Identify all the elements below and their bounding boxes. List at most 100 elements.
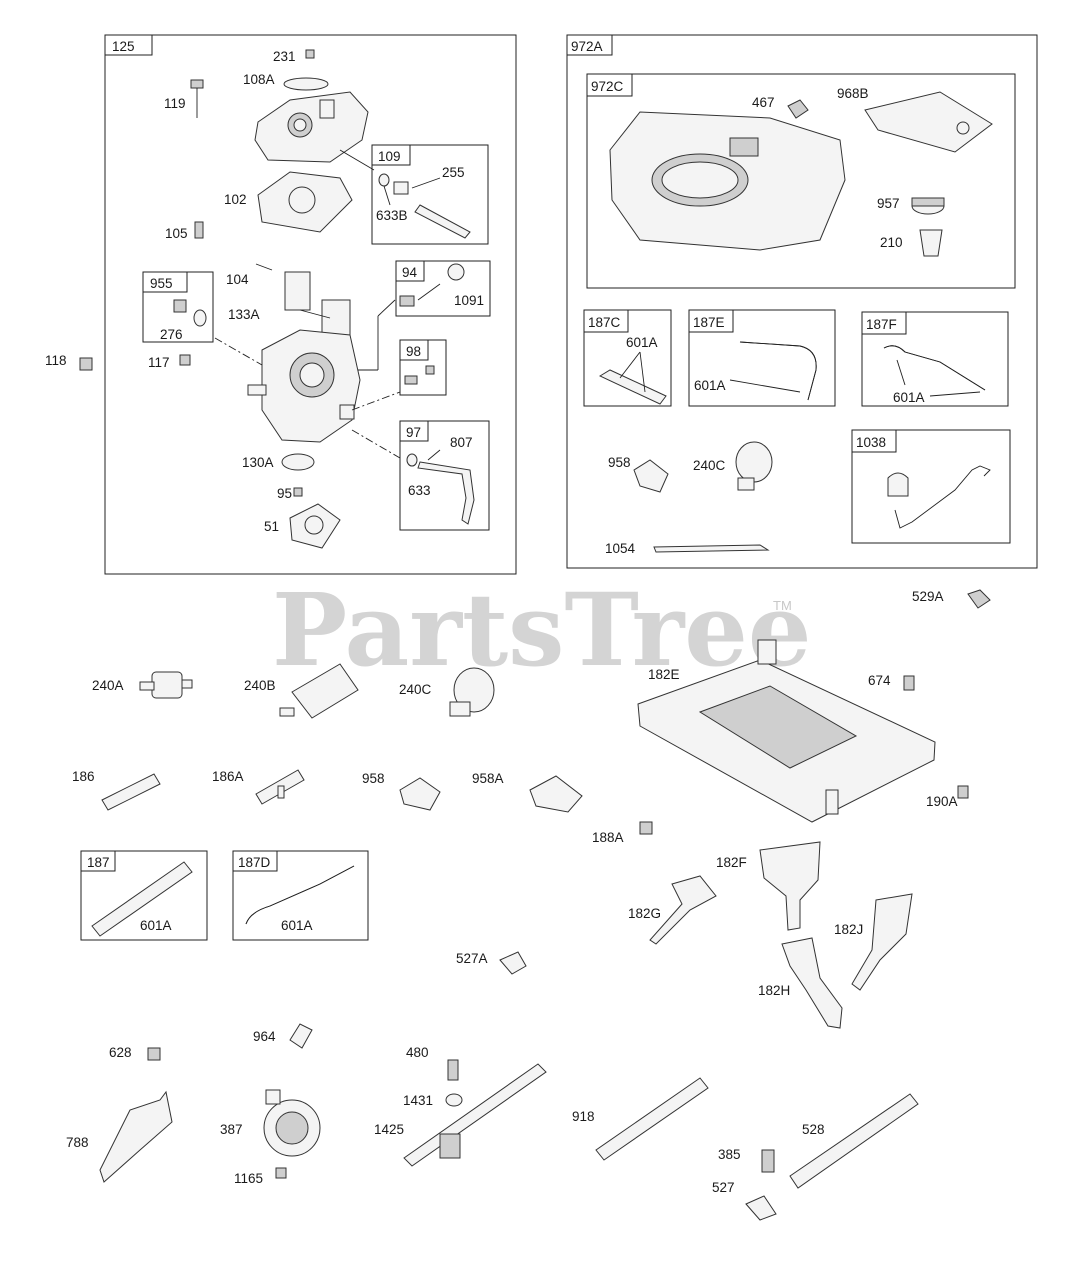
callout-788[interactable]: 788 bbox=[66, 1135, 89, 1150]
callout-633B[interactable]: 633B bbox=[376, 208, 408, 223]
callout-1425[interactable]: 1425 bbox=[374, 1122, 404, 1137]
callout-276[interactable]: 276 bbox=[160, 327, 183, 342]
callout-130A[interactable]: 130A bbox=[242, 455, 274, 470]
box-187D[interactable]: 187D bbox=[232, 850, 369, 941]
callout-240B[interactable]: 240B bbox=[244, 678, 276, 693]
box-187F[interactable]: 187F bbox=[861, 311, 1009, 407]
callout-918[interactable]: 918 bbox=[572, 1109, 595, 1124]
part-117[interactable] bbox=[179, 354, 191, 366]
box-187C[interactable]: 187C bbox=[583, 309, 672, 407]
part-hose-1425[interactable] bbox=[403, 1063, 547, 1167]
box-972C[interactable]: 972C bbox=[586, 73, 1016, 289]
part-clamp-527A[interactable] bbox=[499, 951, 527, 975]
callout-1091[interactable]: 1091 bbox=[454, 293, 484, 308]
part-964[interactable] bbox=[289, 1023, 313, 1049]
part-467[interactable] bbox=[787, 99, 809, 119]
part-float-133A[interactable] bbox=[284, 271, 351, 341]
callout-1054[interactable]: 1054 bbox=[605, 541, 636, 556]
callout-807[interactable]: 807 bbox=[450, 435, 473, 450]
part-bracket-182G[interactable] bbox=[649, 875, 717, 945]
callout-182G[interactable]: 182G bbox=[628, 906, 661, 921]
callout-188A[interactable]: 188A bbox=[592, 830, 624, 845]
part-130A[interactable] bbox=[281, 453, 315, 471]
part-filter-240C-b[interactable] bbox=[449, 667, 495, 717]
part-carb-top[interactable] bbox=[254, 91, 369, 163]
part-628[interactable] bbox=[147, 1047, 161, 1061]
callout-240C-b[interactable]: 240C bbox=[399, 682, 432, 697]
callout-186A[interactable]: 186A bbox=[212, 769, 244, 784]
callout-957[interactable]: 957 bbox=[877, 196, 900, 211]
callout-601A-c[interactable]: 601A bbox=[626, 335, 658, 350]
callout-102[interactable]: 102 bbox=[224, 192, 247, 207]
part-fuel-pump-387[interactable] bbox=[263, 1089, 321, 1157]
callout-601A-187[interactable]: 601A bbox=[140, 918, 172, 933]
callout-964[interactable]: 964 bbox=[253, 1029, 276, 1044]
part-fuel-tank[interactable] bbox=[609, 111, 846, 251]
callout-601A-f[interactable]: 601A bbox=[893, 390, 925, 405]
callout-968B[interactable]: 968B bbox=[837, 86, 869, 101]
callout-1165[interactable]: 385 bbox=[718, 1147, 741, 1162]
box-98[interactable]: 98 bbox=[399, 339, 447, 396]
callout-186[interactable]: 186 bbox=[72, 769, 95, 784]
part-tie-1054[interactable] bbox=[653, 544, 770, 553]
part-screw-119[interactable] bbox=[190, 79, 204, 118]
part-valve-958A[interactable] bbox=[529, 775, 583, 813]
callout-190A[interactable]: 190A bbox=[926, 794, 958, 809]
callout-601A-e[interactable]: 601A bbox=[694, 378, 726, 393]
box-187E[interactable]: 187E bbox=[688, 309, 836, 407]
callout-240A[interactable]: 240A bbox=[92, 678, 124, 693]
box-125[interactable]: 125 bbox=[104, 34, 517, 575]
callout-255[interactable]: 255 bbox=[442, 165, 465, 180]
box-972A[interactable]: 972A bbox=[566, 34, 1038, 569]
part-95[interactable] bbox=[293, 487, 303, 497]
part-bolt-190A[interactable] bbox=[957, 785, 969, 799]
part-plate-788[interactable] bbox=[99, 1090, 173, 1183]
box-94[interactable]: 94 bbox=[395, 260, 491, 317]
part-filter-240C-a[interactable] bbox=[735, 441, 773, 491]
box-187[interactable]: 187 bbox=[80, 850, 208, 941]
part-gasket-102[interactable] bbox=[257, 171, 353, 233]
callout-182E[interactable]: 182E bbox=[648, 667, 680, 682]
callout-601A-187D[interactable]: 601A bbox=[281, 918, 313, 933]
callout-117[interactable]: 117 bbox=[148, 355, 170, 370]
part-fitting-186[interactable] bbox=[101, 773, 161, 811]
part-bolt-1165[interactable] bbox=[761, 1149, 775, 1173]
part-fitting-186A[interactable] bbox=[255, 769, 305, 805]
callout-527[interactable]: 527 bbox=[712, 1180, 735, 1195]
callout-118[interactable]: 118 bbox=[45, 353, 67, 368]
callout-958-b[interactable]: 958 bbox=[362, 771, 385, 786]
part-bolt-480[interactable] bbox=[447, 1059, 459, 1081]
callout-628[interactable]: 628 bbox=[109, 1045, 132, 1060]
part-gasket-108A[interactable] bbox=[283, 77, 329, 91]
callout-527A[interactable]: 527A bbox=[456, 951, 488, 966]
callout-105[interactable]: 105 bbox=[165, 226, 188, 241]
box-109[interactable]: 109 bbox=[371, 144, 489, 245]
callout-51[interactable]: 51 bbox=[264, 519, 279, 534]
callout-95[interactable]: 95 bbox=[277, 486, 292, 501]
part-bracket-182H[interactable] bbox=[781, 937, 843, 1029]
callout-385[interactable]: 1165 bbox=[234, 1171, 263, 1186]
box-1038[interactable]: 1038 bbox=[851, 429, 1011, 544]
callout-529A[interactable]: 529A bbox=[912, 589, 944, 604]
part-bracket-182F[interactable] bbox=[759, 841, 821, 931]
part-filter-240B[interactable] bbox=[279, 663, 359, 719]
box-97[interactable]: 97 bbox=[399, 420, 490, 531]
part-cap-968B[interactable] bbox=[864, 91, 993, 153]
callout-231[interactable]: 231 bbox=[273, 49, 296, 64]
callout-1431[interactable]: 1431 bbox=[403, 1093, 433, 1108]
part-bracket-182E[interactable] bbox=[637, 639, 936, 823]
part-385[interactable] bbox=[275, 1167, 287, 1179]
box-955[interactable]: 955 bbox=[142, 271, 214, 343]
part-bracket-182J[interactable] bbox=[851, 893, 913, 991]
part-carb-body[interactable] bbox=[247, 329, 361, 443]
callout-182H[interactable]: 182H bbox=[758, 983, 790, 998]
part-screen-210[interactable] bbox=[919, 229, 943, 257]
callout-528[interactable]: 528 bbox=[802, 1122, 825, 1137]
part-valve-958-a[interactable] bbox=[633, 459, 669, 493]
callout-958A[interactable]: 958A bbox=[472, 771, 504, 786]
callout-958-a[interactable]: 958 bbox=[608, 455, 631, 470]
callout-182F[interactable]: 182F bbox=[716, 855, 747, 870]
part-bolt-188A[interactable] bbox=[639, 821, 653, 835]
part-filter-240A[interactable] bbox=[139, 671, 193, 699]
callout-480[interactable]: 480 bbox=[406, 1045, 429, 1060]
